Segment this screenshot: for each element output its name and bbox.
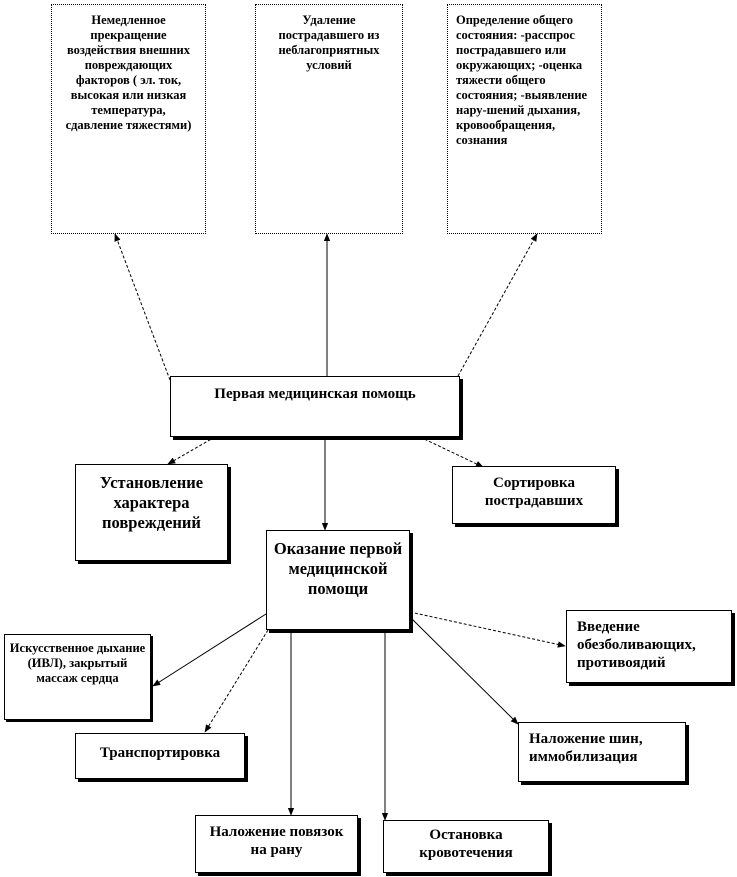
arrow-to-assessment (457, 233, 538, 377)
arrow-to-analgesics (409, 611, 566, 648)
arrow-to-sorting (419, 436, 484, 468)
box-analgesics-text: Введение обезболивающих, противоядий (577, 619, 696, 671)
arrow-to-injury-nature (167, 436, 216, 465)
box-first-aid: Первая медицинская помощь (170, 376, 460, 437)
box-stop-factors-text: Немедленное прекращение воздействия внеш… (65, 13, 192, 132)
arrow-to-splints (409, 616, 519, 725)
arrow-to-transport (204, 629, 269, 733)
box-bandages-text: Наложение повязок на рану (209, 824, 344, 858)
box-first-aid-text: Первая медицинская помощь (214, 386, 416, 402)
box-ventilation-text: Искусственное дыхание (ИВЛ), закрытый ма… (9, 641, 146, 685)
arrow-to-ventilation (152, 613, 267, 687)
box-removal: Удаление пострадавшего из неблагоприятны… (255, 4, 403, 234)
box-ventilation: Искусственное дыхание (ИВЛ), закрытый ма… (4, 634, 151, 720)
box-bleeding-text: Остановка кровотечения (419, 827, 513, 861)
box-sorting-text: Сортировка пострадавших (484, 475, 584, 509)
box-analgesics: Введение обезболивающих, противоядий (566, 610, 732, 683)
box-assessment-text: Определение общего состояния: -расспрос … (456, 13, 588, 147)
box-injury-nature: Установление характера повреждений (75, 464, 228, 561)
arrow-to-stop-factors (114, 233, 171, 381)
box-transport: Транспортировка (75, 733, 245, 779)
box-providing-first-aid-text: Оказание первой медицинской помощи (273, 539, 403, 598)
box-sorting: Сортировка пострадавших (452, 466, 616, 524)
box-bandages: Наложение повязок на рану (195, 815, 358, 873)
box-injury-nature-text: Установление характера повреждений (99, 473, 204, 532)
box-providing-first-aid: Оказание первой медицинской помощи (266, 530, 410, 630)
box-assessment: Определение общего состояния: -расспрос … (447, 4, 602, 234)
box-splints-text: Наложение шин, иммобилизация (529, 731, 643, 765)
box-bleeding: Остановка кровотечения (383, 820, 549, 873)
box-removal-text: Удаление пострадавшего из неблагоприятны… (278, 13, 380, 72)
box-transport-text: Транспортировка (99, 745, 221, 761)
box-stop-factors: Немедленное прекращение воздействия внеш… (51, 4, 206, 234)
box-splints: Наложение шин, иммобилизация (518, 722, 686, 782)
